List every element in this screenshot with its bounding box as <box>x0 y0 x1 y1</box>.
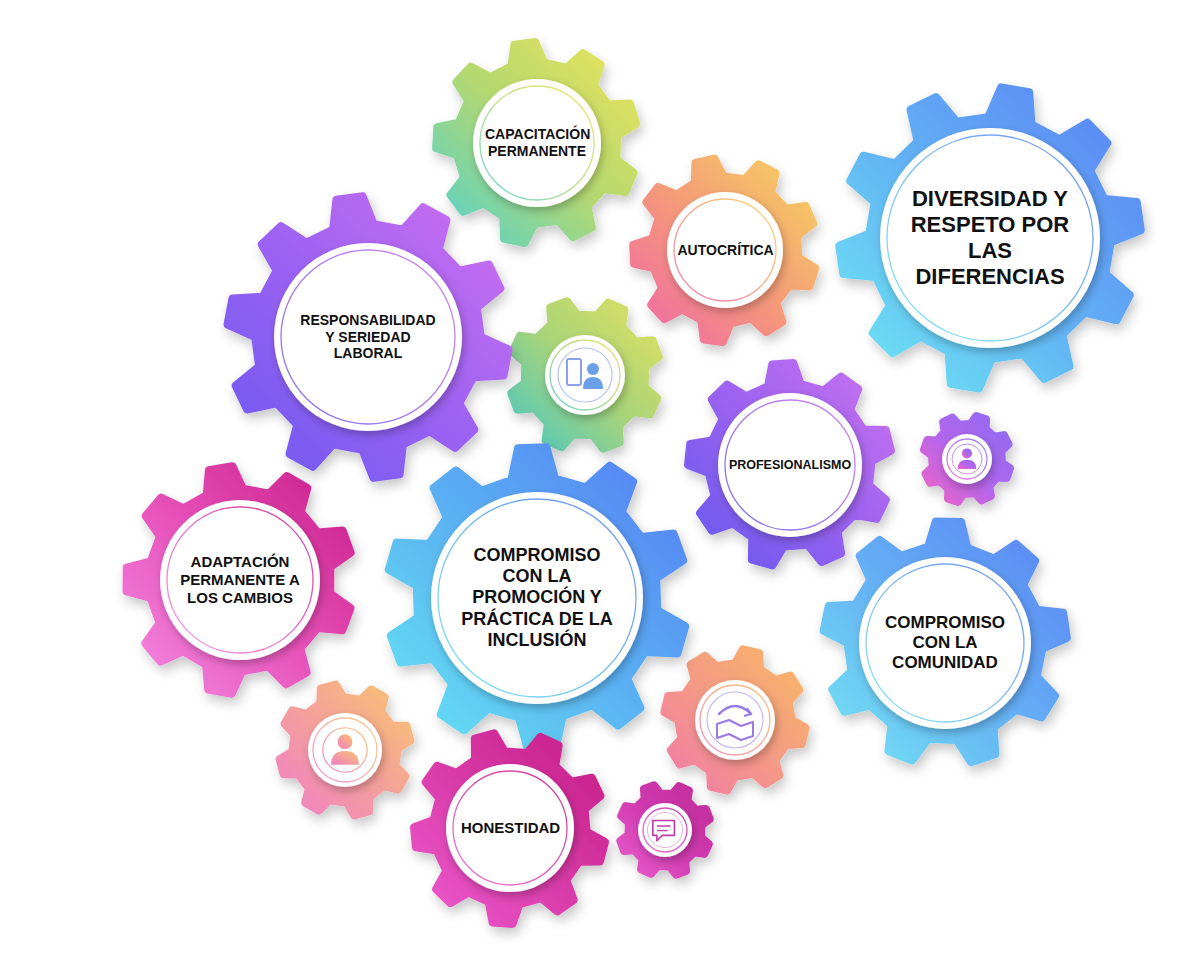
gear-hub <box>695 680 775 760</box>
value-gear: DIVERSIDAD Y RESPETO POR LAS DIFERENCIAS <box>835 83 1145 393</box>
gear-shape <box>633 159 815 342</box>
gear-ring <box>167 507 313 653</box>
gear-ring <box>480 86 594 200</box>
gear-ring <box>866 564 1024 722</box>
value-gear: ADAPTACIÓN PERMANENTE A LOS CAMBIOS <box>122 462 358 698</box>
gear-body <box>824 521 1067 762</box>
gear-ring <box>550 340 620 410</box>
gear-label: DIVERSIDAD Y RESPETO POR LAS DIFERENCIAS <box>908 186 1073 290</box>
gear-ring <box>700 685 770 755</box>
gear-hub <box>718 393 862 537</box>
gear-shape <box>688 363 891 565</box>
gear-shape <box>436 42 636 243</box>
text-holder: RESPONSABILIDAD Y SERIEDAD LABORAL <box>223 192 513 482</box>
gear-body <box>664 649 805 790</box>
gear-shape <box>280 685 411 816</box>
gear-hub <box>274 243 462 431</box>
gear-label: AUTOCRÍTICA <box>678 242 773 259</box>
value-gear: RESPONSABILIDAD Y SERIEDAD LABORAL <box>223 192 513 482</box>
text-holder: DIVERSIDAD Y RESPETO POR LAS DIFERENCIAS <box>835 83 1145 393</box>
gear-shape <box>414 733 605 924</box>
gear-label: ADAPTACIÓN PERMANENTE A LOS CAMBIOS <box>180 553 300 606</box>
gear-shape <box>127 466 351 693</box>
gear-body <box>436 42 636 243</box>
gear-hub <box>308 713 382 787</box>
gear-body <box>414 733 605 924</box>
text-holder: HONESTIDAD <box>410 728 610 928</box>
gear-shape <box>824 521 1067 762</box>
gear-ring <box>281 250 455 424</box>
text-holder: COMPROMISO CON LA PROMOCIÓN Y PRÁCTICA D… <box>382 443 692 753</box>
gear-body <box>924 416 1010 502</box>
gear-hub <box>880 128 1100 348</box>
gear-label: COMPROMISO CON LA PROMOCIÓN Y PRÁCTICA D… <box>458 545 617 651</box>
gear-ring <box>643 808 687 852</box>
gear-hub <box>859 557 1031 729</box>
gear-label: RESPONSABILIDAD Y SERIEDAD LABORAL <box>298 312 439 362</box>
gear-hub <box>545 335 625 415</box>
gear-ring <box>453 771 567 885</box>
gear-hub <box>638 803 692 857</box>
gear-hub <box>473 79 601 207</box>
gear-ring <box>887 135 1093 341</box>
phone-icon <box>558 348 612 402</box>
text-holder: AUTOCRÍTICA <box>629 154 821 346</box>
gear-shape <box>839 87 1141 388</box>
gear-hub <box>667 192 783 308</box>
gear-shape <box>924 416 1010 502</box>
gear-ring <box>313 718 377 782</box>
value-gear: COMPROMISO CON LA COMUNIDAD <box>819 517 1071 769</box>
gear-shape <box>620 785 709 874</box>
gear-label: PROFESIONALISMO <box>728 458 852 473</box>
gear-body <box>633 159 815 342</box>
value-gear: COMPROMISO CON LA PROMOCIÓN Y PRÁCTICA D… <box>382 443 692 753</box>
gear-ring <box>438 499 636 697</box>
gear-body <box>839 87 1141 388</box>
gear-shape <box>389 447 686 748</box>
text-holder: PROFESIONALISMO <box>684 359 896 571</box>
gear-hub <box>446 764 574 892</box>
gear-body <box>228 196 509 478</box>
person-icon <box>952 444 982 474</box>
value-gear: CAPACITACIÓN PERMANENTE <box>432 38 642 248</box>
gear-shape <box>664 649 805 790</box>
value-gear: AUTOCRÍTICA <box>629 154 821 346</box>
gear-shape <box>511 301 659 449</box>
gear-hub <box>431 492 643 704</box>
gear-body <box>688 363 891 565</box>
map-icon <box>707 692 763 748</box>
gear-body <box>511 301 659 449</box>
gear-label: COMPROMISO CON LA COMUNIDAD <box>881 613 1010 673</box>
person-icon <box>323 728 367 772</box>
gear-label: CAPACITACIÓN PERMANENTE <box>485 126 589 159</box>
gear-body <box>127 466 351 693</box>
text-holder: CAPACITACIÓN PERMANENTE <box>432 38 642 248</box>
value-gear: PROFESIONALISMO <box>684 359 896 571</box>
gear-shape <box>228 196 509 478</box>
gear-label: HONESTIDAD <box>461 819 559 837</box>
text-holder: COMPROMISO CON LA COMUNIDAD <box>819 517 1071 769</box>
gear-body <box>280 685 411 816</box>
gear-body <box>620 785 709 874</box>
text-holder: ADAPTACIÓN PERMANENTE A LOS CAMBIOS <box>122 462 358 698</box>
value-gear: HONESTIDAD <box>410 728 610 928</box>
gear-hub <box>942 434 992 484</box>
gear-ring <box>947 439 987 479</box>
chat-icon <box>647 812 682 847</box>
gear-ring <box>674 199 776 301</box>
gear-body <box>389 447 686 748</box>
gear-hub <box>160 500 320 660</box>
gear-ring <box>725 400 855 530</box>
